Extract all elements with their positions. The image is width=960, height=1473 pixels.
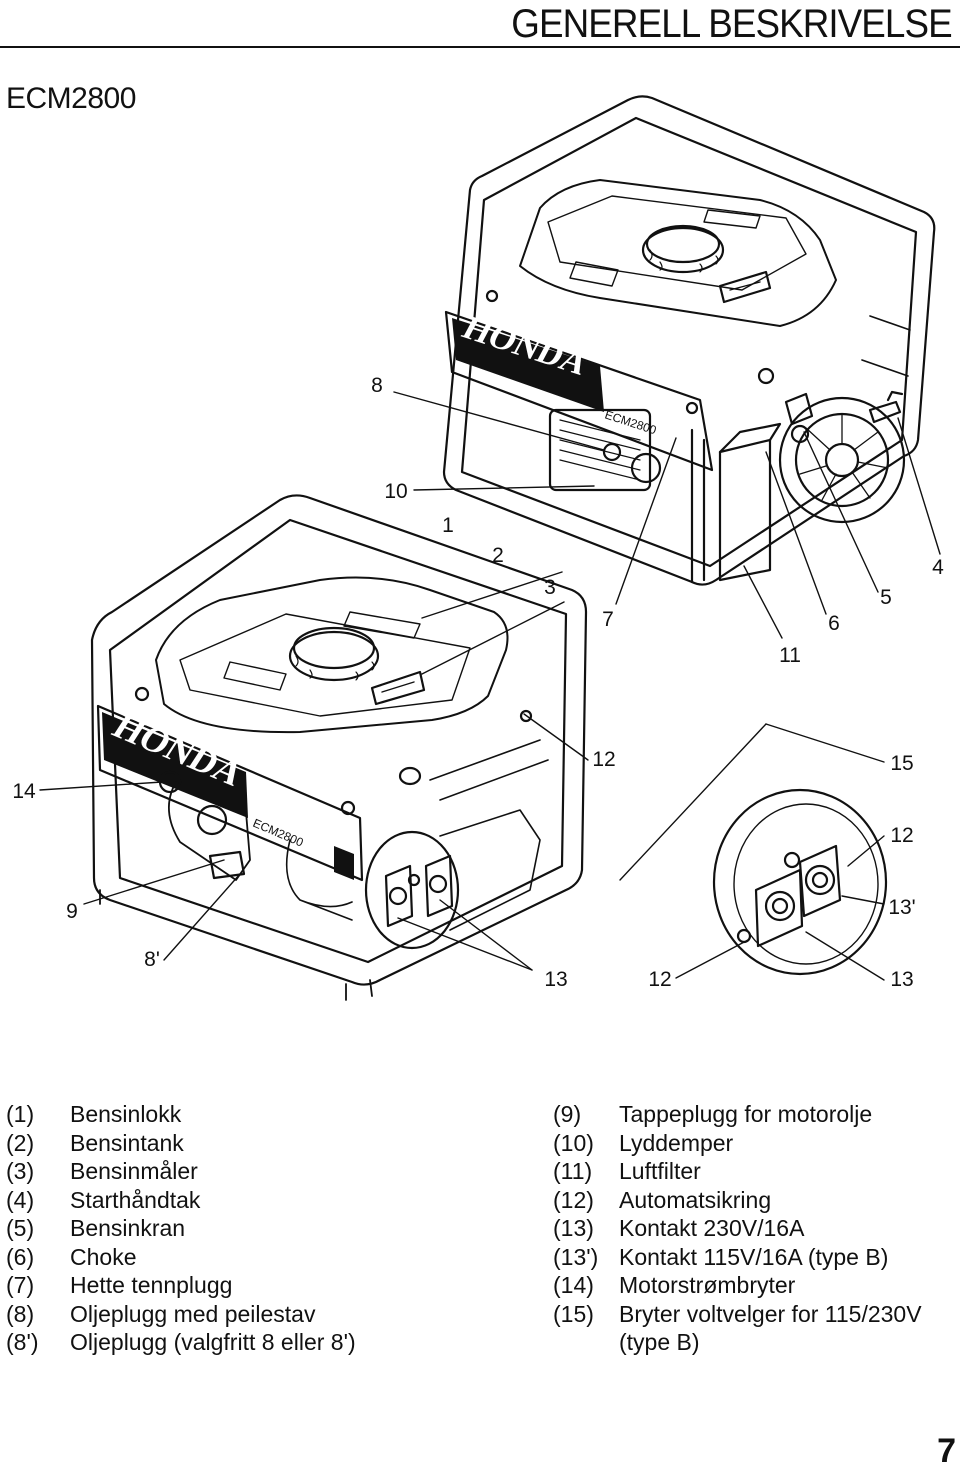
legend-item: (7) Hette tennplugg <box>6 1271 356 1300</box>
legend-number: (4) <box>6 1186 35 1213</box>
legend-item: (13) Kontakt 230V/16A <box>553 1214 922 1243</box>
legend-item: (4) Starthåndtak <box>6 1186 356 1215</box>
legend-text: Bensinmåler <box>70 1158 198 1184</box>
legend-item: (5) Bensinkran <box>6 1214 356 1243</box>
legend-item: (15) Bryter voltvelger for 115/230V <box>553 1300 922 1329</box>
legend-number: (13) <box>553 1215 594 1241</box>
legend-number <box>553 1328 619 1357</box>
callout-2: 2 <box>492 544 504 567</box>
legend-number: (3) <box>6 1158 35 1184</box>
legend-number: (15) <box>553 1300 594 1327</box>
generator-illustration: HONDA ECM2800 <box>12 95 944 1001</box>
control-panel-detail-type-b <box>712 788 888 976</box>
legend-right-column: (9) Tappeplugg for motorolje (10) Lyddempe… <box>553 1100 922 1357</box>
legend-text: Starthåndtak <box>70 1186 201 1213</box>
callout-14: 14 <box>12 780 36 803</box>
legend-text: Oljeplugg med peilestav <box>70 1300 316 1327</box>
callout-13-detail: 13 <box>890 968 913 991</box>
legend-text: (type B) <box>619 1329 700 1355</box>
callout-11: 11 <box>779 644 801 667</box>
legend-text: Bensinkran <box>70 1215 186 1241</box>
callout-3: 3 <box>544 576 556 599</box>
legend-number: (13') <box>553 1243 599 1270</box>
callout-4: 4 <box>932 556 944 579</box>
callout-7: 7 <box>602 608 614 631</box>
callout-9: 9 <box>66 900 78 923</box>
legend-left-column: (1) Bensinlokk (2) Bensintank (3) Bensinmål… <box>6 1100 356 1357</box>
legend-number: (9) <box>553 1101 582 1127</box>
legend-number: (12) <box>553 1186 594 1213</box>
callout-10: 10 <box>384 480 407 503</box>
legend-number: (5) <box>6 1215 35 1241</box>
page-number: 7 <box>937 1432 956 1470</box>
legend-number: (1) <box>6 1101 35 1127</box>
callout-8: 8 <box>371 374 383 397</box>
legend-text: Automatsikring <box>619 1186 772 1213</box>
leader-lines <box>39 391 941 981</box>
legend-text: Bryter voltvelger for 115/230V <box>619 1300 922 1327</box>
callout-5: 5 <box>880 586 892 609</box>
callout-12-front: 12 <box>592 748 615 771</box>
legend-number: (8) <box>6 1300 35 1327</box>
callout-12-detail-top: 12 <box>890 824 913 847</box>
legend-item: (9) Tappeplugg for motorolje <box>553 1100 922 1129</box>
legend-text: Luftfilter <box>619 1158 701 1184</box>
callout-13-front: 13 <box>544 968 567 991</box>
legend-text: Oljeplugg (valgfritt 8 eller 8') <box>70 1329 356 1355</box>
callout-8-prime: 8' <box>144 948 160 971</box>
legend-item: (3) Bensinmåler <box>6 1157 356 1186</box>
legend-number: (7) <box>6 1272 35 1298</box>
legend-item: (type B) <box>553 1328 922 1357</box>
legend-number: (8') <box>6 1329 39 1355</box>
legend-item: (11) Luftfilter <box>553 1157 922 1186</box>
legend-text: Motorstrømbryter <box>619 1272 796 1298</box>
callout-13-prime: 13' <box>888 896 915 919</box>
legend-number: (11) <box>553 1158 593 1184</box>
legend-text: Bensintank <box>70 1129 184 1156</box>
legend-number: (6) <box>6 1243 35 1270</box>
legend-text: Hette tennplugg <box>70 1272 233 1298</box>
legend-number: (10) <box>553 1129 594 1156</box>
legend-text: Kontakt 115V/16A (type B) <box>619 1243 889 1270</box>
callout-1: 1 <box>442 514 454 537</box>
legend-item: (13') Kontakt 115V/16A (type B) <box>553 1243 922 1272</box>
legend-item: (6) Choke <box>6 1243 356 1272</box>
legend-item: (1) Bensinlokk <box>6 1100 356 1129</box>
callout-6: 6 <box>828 612 840 635</box>
legend-number: (2) <box>6 1129 35 1156</box>
legend-item: (10) Lyddemper <box>553 1129 922 1158</box>
legend-item: (14) Motorstrømbryter <box>553 1271 922 1300</box>
page-header-title: GENERELL BESKRIVELSE <box>511 2 953 46</box>
front-view-generator: HONDA ECM2800 <box>90 494 588 1001</box>
legend-text: Choke <box>70 1243 137 1270</box>
callout-12-detail-bottom: 12 <box>648 968 671 991</box>
legend-text: Kontakt 230V/16A <box>619 1215 805 1241</box>
legend-item: (12) Automatsikring <box>553 1186 922 1215</box>
rear-view-generator: HONDA ECM2800 <box>442 95 936 586</box>
header-rule <box>0 46 960 48</box>
callout-15: 15 <box>890 752 913 775</box>
legend-text: Bensinlokk <box>70 1101 182 1127</box>
legend-number: (14) <box>553 1272 594 1298</box>
legend-item: (8') Oljeplugg (valgfritt 8 eller 8') <box>6 1328 356 1357</box>
model-heading: ECM2800 <box>6 82 136 115</box>
legend-text: Lyddemper <box>619 1129 734 1156</box>
legend-item: (2) Bensintank <box>6 1129 356 1158</box>
legend-text: Tappeplugg for motorolje <box>619 1101 873 1127</box>
legend-item: (8) Oljeplugg med peilestav <box>6 1300 356 1329</box>
